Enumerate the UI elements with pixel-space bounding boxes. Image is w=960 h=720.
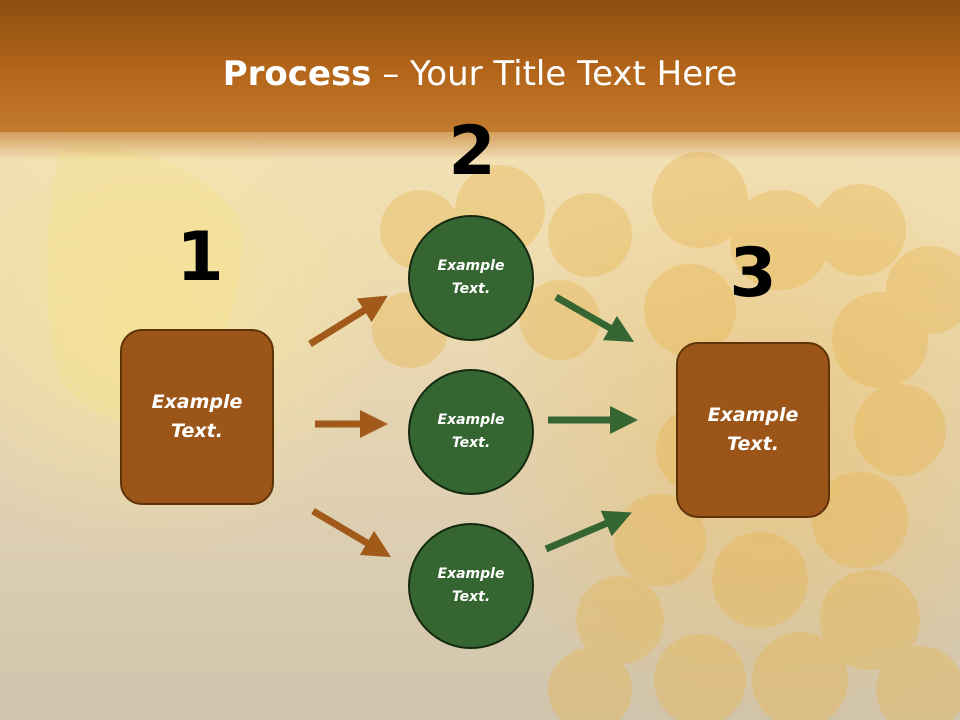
arrow-1-to-2-top bbox=[308, 295, 388, 347]
step-2-circle-bottom: Example Text. bbox=[408, 523, 534, 649]
step-2-circle-middle: Example Text. bbox=[408, 369, 534, 495]
title-bar bbox=[0, 0, 960, 132]
step-2-circle-top: Example Text. bbox=[408, 215, 534, 341]
step-2-number: 2 bbox=[448, 112, 496, 191]
step-1-number: 1 bbox=[176, 218, 224, 297]
step-1-box: Example Text. bbox=[120, 329, 274, 505]
title-bold: Process bbox=[222, 54, 372, 94]
title-rest: – Your Title Text Here bbox=[371, 54, 738, 94]
arrow-2-bottom-to-3 bbox=[544, 510, 632, 553]
step-3-box: Example Text. bbox=[676, 342, 830, 518]
step-3-number: 3 bbox=[729, 234, 777, 313]
arrow-1-to-2-bottom bbox=[311, 507, 392, 558]
arrow-2-top-to-3 bbox=[554, 293, 635, 342]
slide-title: Process – Your Title Text Here bbox=[0, 52, 960, 96]
